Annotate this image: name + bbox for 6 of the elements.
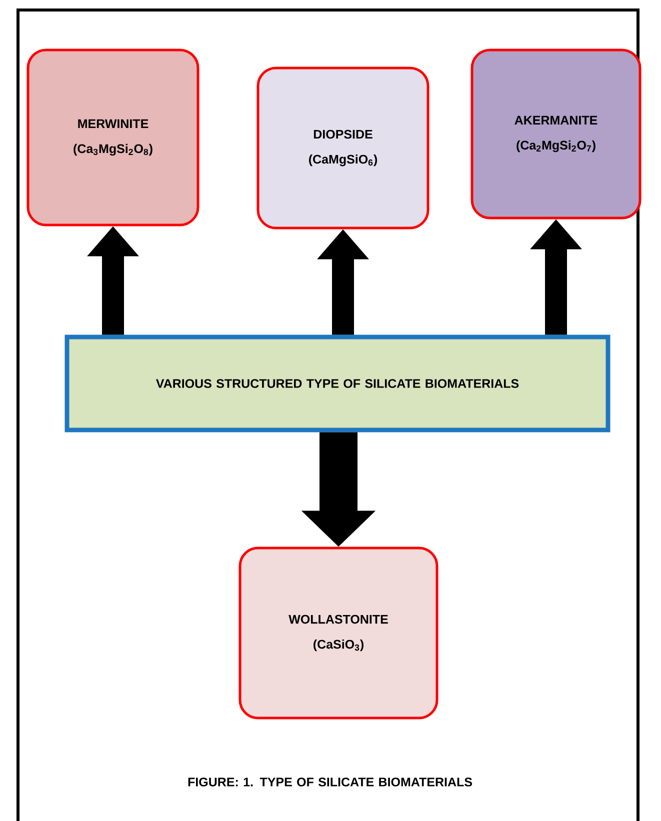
category-box: VARIOUS STRUCTURED TYPE OF SILICATE BIOMATERIALS: [64, 334, 610, 432]
material-box: WOLLASTONITE (CaSiO$_{3}$): [238, 546, 438, 720]
material-box: DIOPSIDE (CaMgSiO$_{6}$): [256, 66, 430, 230]
material-box: AKERMANITE (Ca$_{2}$MgSi$_{2}$O$_{7}$): [470, 48, 642, 220]
material-box: MERWINITE (Ca$_{3}$MgSi$_{2}$O$_{8}$): [26, 48, 200, 226]
caption: FIGURE: 1. TYPE OF SILICATE BIOMATERIALS: [188, 778, 472, 786]
